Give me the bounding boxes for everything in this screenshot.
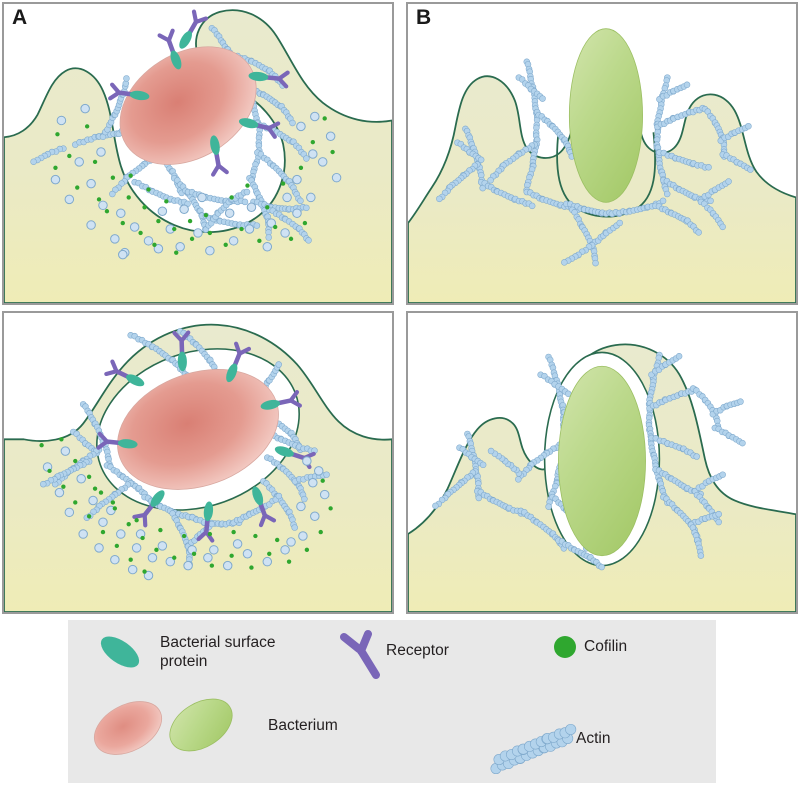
receptor-protein-pairs [96,330,316,543]
legend-label-cofilin: Cofilin [584,638,628,655]
legend-item-bacterial-surface-protein: Bacterial surface protein [160,634,340,672]
panel-a-bottom [2,311,394,614]
panel-label-a: A [12,6,28,29]
bacterium-pink-icon [94,701,162,755]
receptor-protein-pair [96,431,138,450]
cofilin-dots [53,116,335,255]
receptor-protein-pairs [108,9,290,177]
actin-icon [490,723,577,775]
legend-glyphs [94,630,577,775]
receptor-protein-pair [172,330,191,372]
receptor-protein-pair [210,135,229,177]
bacterial-surface-protein-icon [100,636,140,668]
panel-a2-illustration [4,323,392,612]
panel-label-b: B [416,6,432,29]
panel-b-bottom [406,311,798,614]
receptor-protein-pair [252,486,277,528]
receptor-protein-pair [104,359,145,387]
actin-filaments [436,58,754,267]
panel-a-illustration [4,9,392,303]
panel-b-illustration [408,28,796,303]
legend-label-bacterium: Bacterium [268,717,338,734]
bacterium-green [568,28,643,203]
bacterium-green [558,365,646,557]
receptor-protein-pair [260,390,302,410]
receptor-protein-pair [179,9,209,49]
cofilin-dots [39,437,333,574]
panel-b2-illustration [408,343,796,612]
cofilin-icon [554,636,576,658]
receptor-protein-pair [226,341,252,383]
receptor-protein-pair [196,501,215,543]
legend-label-bacterial-surface-protein: Bacterial surface protein [160,634,276,670]
receptor-protein-pair [157,28,182,70]
legend-item-bacterium: Bacterium [268,717,408,736]
legend-box: Bacterial surface protein Receptor Cofil… [68,620,716,783]
receptor-protein-pair [108,82,150,101]
legend-label-receptor: Receptor [386,642,449,659]
legend-label-actin: Actin [576,730,611,747]
legend-item-actin: Actin [576,730,696,749]
panel-a-top: A [2,2,394,305]
free-actin-monomers [42,446,330,581]
panel-b-top: B [406,2,798,305]
actin-filaments [40,328,330,568]
receptor-icon [340,630,380,679]
bacterium-green-icon [169,698,233,752]
receptor-protein-pair [132,490,165,528]
legend-item-cofilin: Cofilin [584,638,704,657]
receptor-protein-pair [248,70,290,89]
legend-item-receptor: Receptor [386,642,516,661]
receptor-protein-pair [238,118,281,139]
free-actin-monomers [50,103,342,260]
